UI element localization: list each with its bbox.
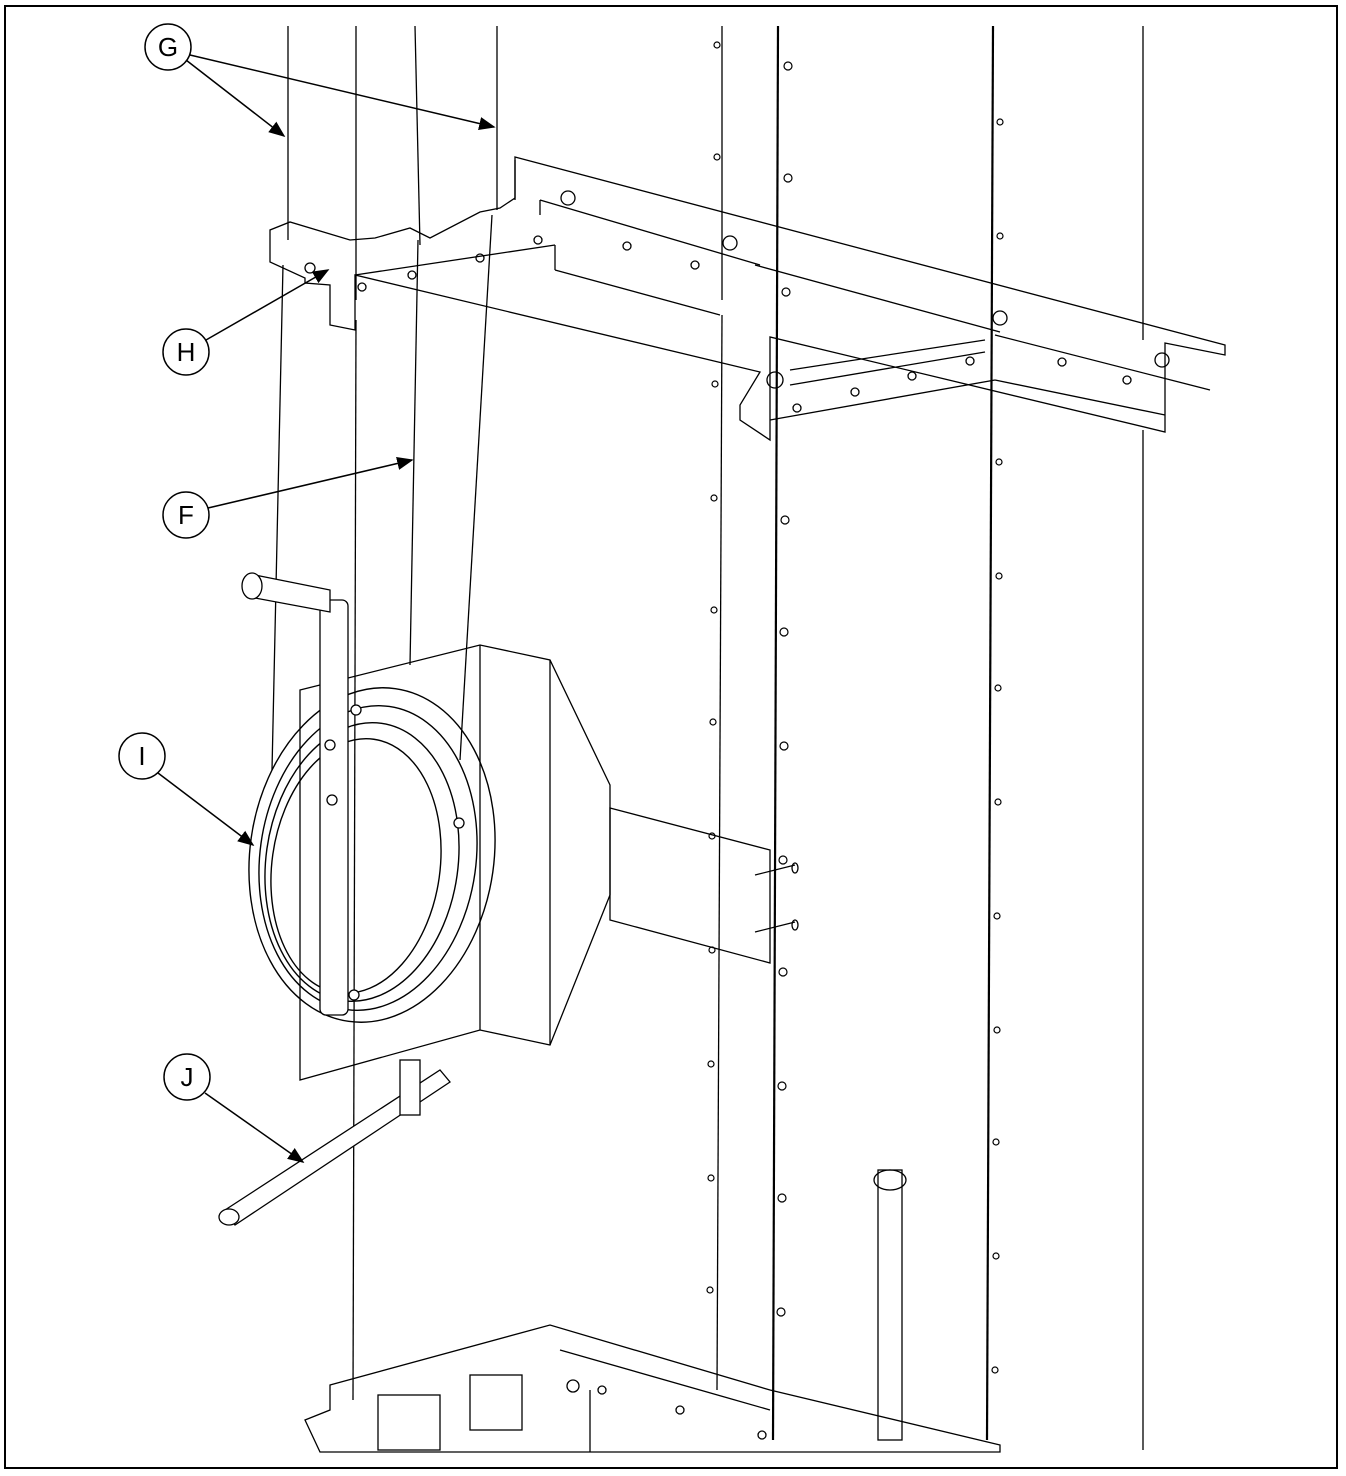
callout-g: G [144, 23, 496, 138]
callout-f-label: F [178, 500, 194, 530]
bottom-frame [304, 1169, 1001, 1453]
support-rod [218, 1059, 451, 1226]
top-bracket [269, 156, 1226, 442]
damper-housing [299, 644, 799, 1081]
callout-i-label: I [138, 741, 145, 771]
callout-i: I [118, 732, 255, 846]
callout-g-label: G [158, 32, 178, 62]
callout-j: J [163, 1053, 305, 1163]
callout-h: H [162, 269, 330, 376]
ring-assembly [248, 687, 496, 1023]
handle [241, 572, 465, 1016]
callout-j-label: J [181, 1062, 194, 1092]
callout-h-label: H [177, 337, 196, 367]
rivets [706, 41, 1004, 1374]
drawing-frame [4, 5, 1338, 1469]
callout-f: F [162, 456, 414, 539]
duct-columns [271, 25, 1144, 1450]
